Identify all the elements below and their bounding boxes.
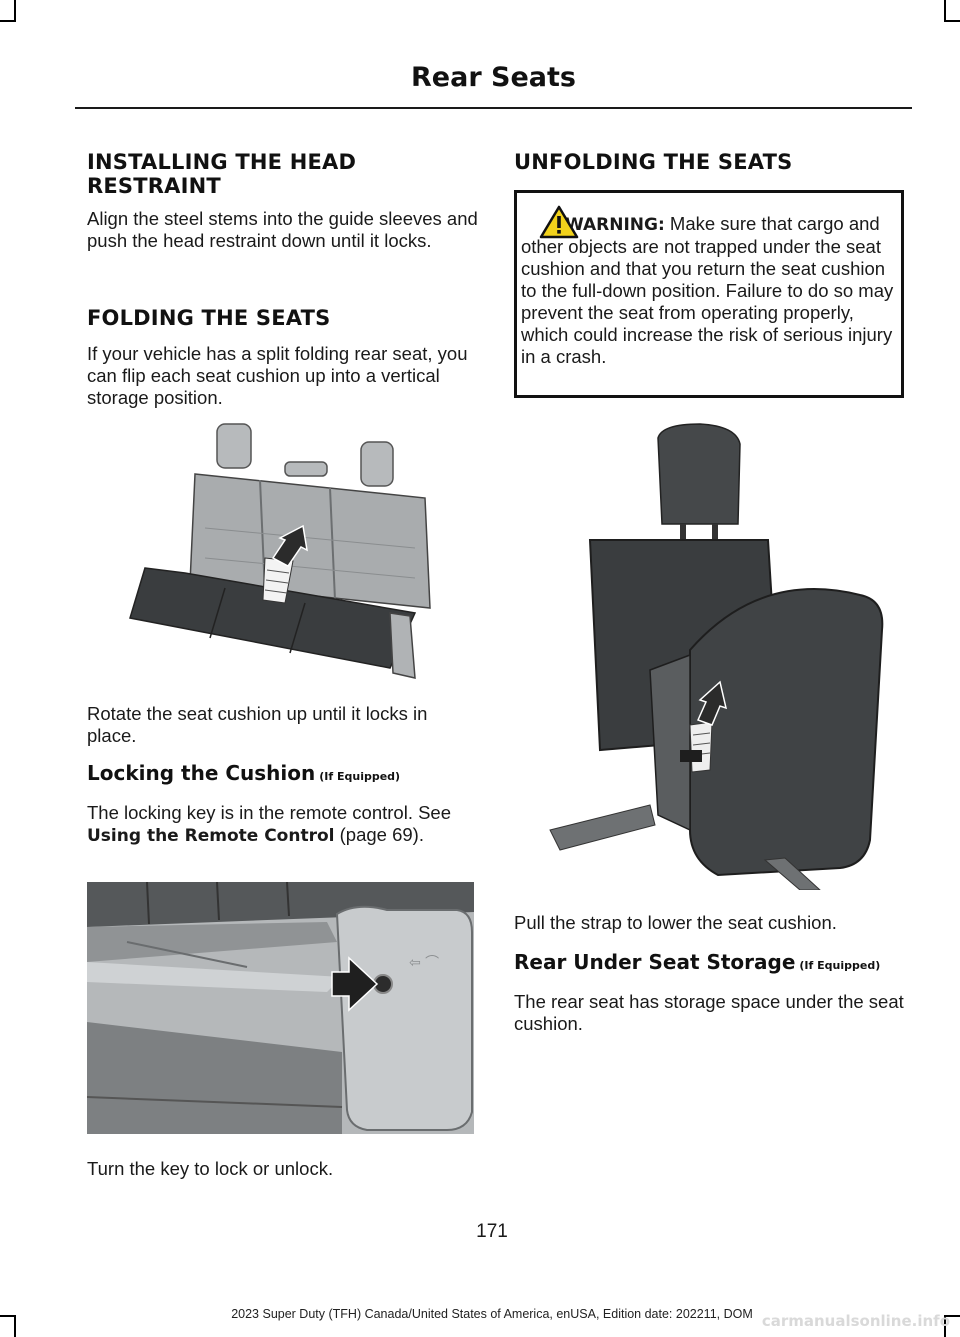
- crop-mark: [0, 20, 16, 22]
- paragraph-folding-seats: If your vehicle has a split folding rear…: [87, 343, 468, 408]
- caption-pull-strap: Pull the strap to lower the seat cushion…: [514, 912, 837, 933]
- caption-rotate-cushion: Rotate the seat cushion up until it lock…: [87, 703, 428, 746]
- subsection-title-locking-cushion: Locking the Cushion(If Equipped): [87, 761, 400, 789]
- section-title-installing-head-restraint: INSTALLING THE HEAD RESTRAINT: [87, 150, 357, 198]
- paragraph-locking-cushion-text: The locking key is in the remote control…: [87, 802, 452, 823]
- warning-triangle-icon: [539, 205, 579, 239]
- crop-mark: [944, 0, 946, 22]
- if-equipped-tag: (If Equipped): [319, 770, 401, 783]
- page-number: 171: [476, 1221, 508, 1242]
- paragraph-locking-cushion: The locking key is in the remote control…: [87, 802, 479, 847]
- paragraph-installing-head-restraint: Align the steel stems into the guide sle…: [87, 208, 478, 251]
- warning-box: WARNING: Make sure that cargo and other …: [514, 190, 904, 398]
- paragraph-under-seat-storage: The rear seat has storage space under th…: [514, 991, 904, 1034]
- section-title-folding-seats: FOLDING THE SEATS: [87, 306, 331, 330]
- footer-edition: 2023 Super Duty (TFH) Canada/United Stat…: [231, 1307, 753, 1321]
- crop-mark: [944, 1315, 946, 1337]
- warning-text: WARNING: Make sure that cargo and other …: [521, 213, 897, 368]
- warning-label: WARNING:: [565, 215, 665, 235]
- link-using-remote-control[interactable]: Using the Remote Control: [87, 826, 335, 846]
- svg-text:⇦ ⌒: ⇦ ⌒: [409, 955, 439, 971]
- watermark: carmanualsonline.info: [761, 1312, 950, 1330]
- subsection-title-storage-text: Rear Under Seat Storage: [514, 950, 796, 974]
- if-equipped-tag: (If Equipped): [799, 959, 881, 972]
- crop-mark: [14, 1315, 16, 1337]
- figure-folding-bench-seat: [129, 423, 431, 679]
- caption-turn-key: Turn the key to lock or unlock.: [87, 1158, 334, 1179]
- figure-unfolding-seat: [549, 423, 884, 890]
- subsection-title-rear-under-seat-storage: Rear Under Seat Storage(If Equipped): [514, 950, 880, 978]
- crop-mark: [944, 1315, 960, 1317]
- crop-mark: [14, 0, 16, 22]
- section-title-unfolding-seats: UNFOLDING THE SEATS: [514, 150, 793, 174]
- header-divider: [75, 107, 912, 109]
- subsection-title-locking-cushion-text: Locking the Cushion: [87, 761, 316, 785]
- paragraph-locking-cushion-page: (page 69).: [334, 824, 424, 845]
- crop-mark: [0, 1315, 16, 1317]
- warning-message: Make sure that cargo and other objects a…: [521, 213, 894, 367]
- crop-mark: [944, 20, 960, 22]
- figure-cushion-lock: ⇦ ⌒: [87, 882, 474, 1134]
- page-title: Rear Seats: [411, 62, 576, 93]
